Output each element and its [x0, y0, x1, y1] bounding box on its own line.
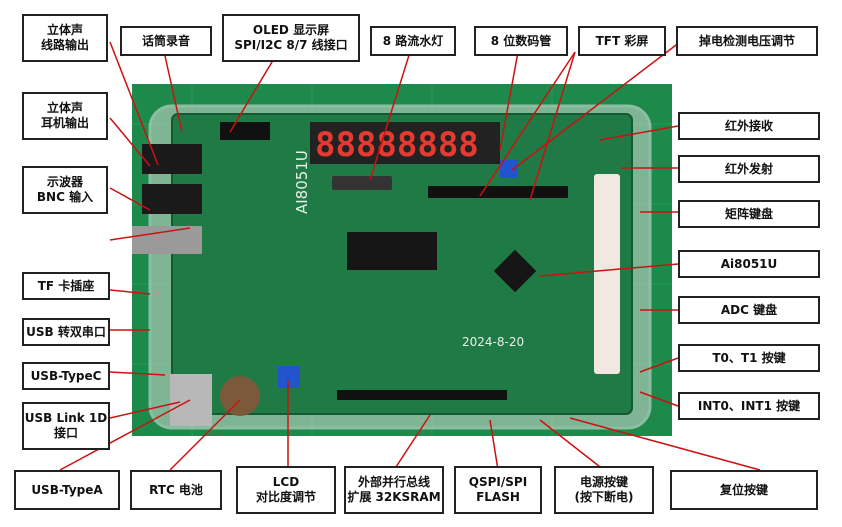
label-mcu: Ai8051U: [678, 250, 820, 278]
label-seg-8: 8 位数码管: [474, 26, 568, 56]
label-matrix-keys: 矩阵键盘: [678, 200, 820, 228]
label-reset-key: 复位按键: [670, 470, 818, 510]
label-tf-slot: TF 卡插座: [22, 272, 110, 300]
label-int0-int1: INT0、INT1 按键: [678, 392, 820, 420]
label-ir-rx: 红外接收: [678, 112, 820, 140]
svg-text:AI8051U: AI8051U: [293, 150, 311, 214]
label-stereo-headphone: 立体声 耳机输出: [22, 92, 108, 140]
label-brownout: 掉电检测电压调节: [676, 26, 818, 56]
label-qspi: QSPI/SPI FLASH: [454, 466, 542, 514]
svg-text:88888888: 88888888: [315, 125, 479, 165]
label-usb-link: USB Link 1D 接口: [22, 402, 110, 450]
dev-board-photo: 88888888 AI8051U 2024-8-20: [132, 84, 672, 436]
label-tft: TFT 彩屏: [578, 26, 666, 56]
label-adc-keys: ADC 键盘: [678, 296, 820, 324]
label-rtc: RTC 电池: [130, 470, 222, 510]
label-usb-dual-serial: USB 转双串口: [22, 318, 110, 346]
label-usb-typea: USB-TypeA: [14, 470, 120, 510]
label-power-key: 电源按键 (按下断电): [554, 466, 654, 514]
label-usb-typec: USB-TypeC: [22, 362, 110, 390]
label-oled: OLED 显示屏 SPI/I2C 8/7 线接口: [222, 14, 360, 62]
label-stereo-line-out: 立体声 线路输出: [22, 14, 108, 62]
label-ir-tx: 红外发射: [678, 155, 820, 183]
label-lcd-contrast: LCD 对比度调节: [236, 466, 336, 514]
label-t0-t1: T0、T1 按键: [678, 344, 820, 372]
label-mic-record: 话筒录音: [120, 26, 212, 56]
label-ext-bus: 外部并行总线 扩展 32KSRAM: [344, 466, 444, 514]
label-scope-bnc: 示波器 BNC 输入: [22, 166, 108, 214]
svg-text:2024-8-20: 2024-8-20: [462, 335, 524, 349]
label-led-8: 8 路流水灯: [370, 26, 456, 56]
